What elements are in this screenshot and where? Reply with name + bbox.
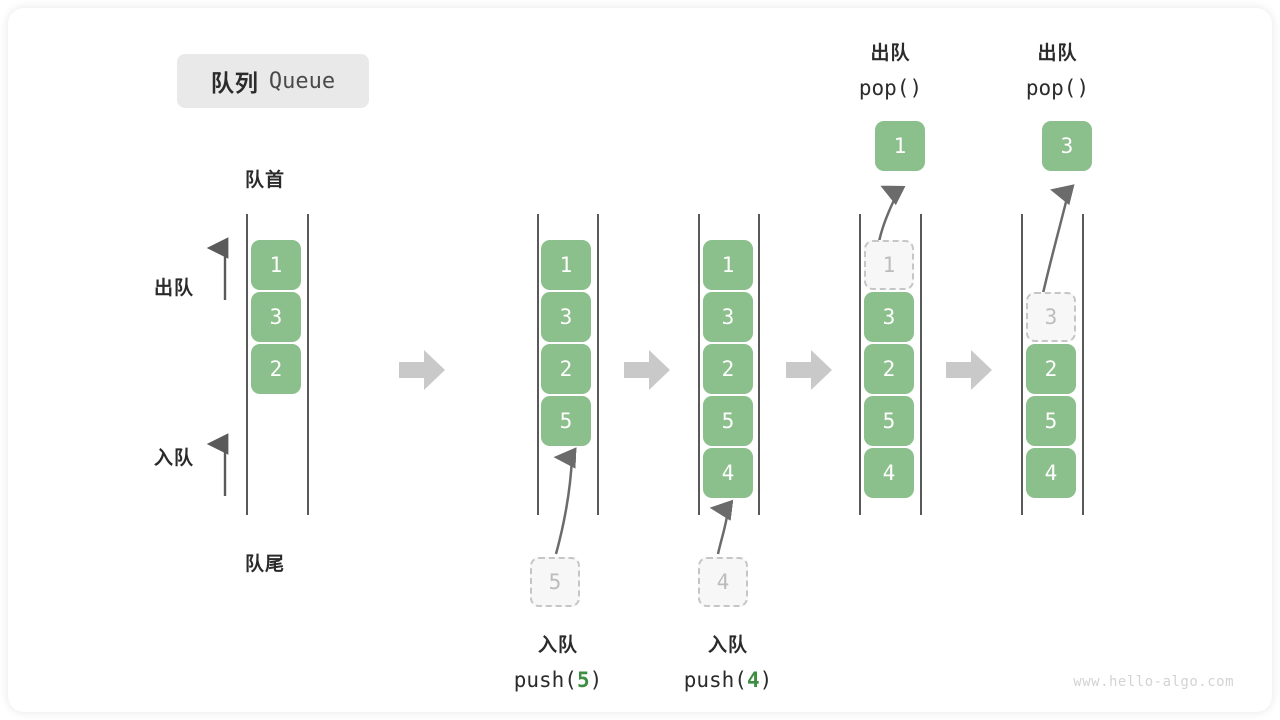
queue-element: 3 <box>541 292 591 342</box>
caption-cn: 出队 <box>870 43 911 64</box>
queue-rail-right-stage-2 <box>758 214 760 515</box>
queue-element: 2 <box>703 344 753 394</box>
diagram-title-badge: 队列 Queue <box>177 54 369 108</box>
dequeue-direction-label: 出队 <box>154 278 195 299</box>
stage-transition-arrow-icon <box>399 349 445 391</box>
queue-element: 2 <box>864 344 914 394</box>
queue-rail-right-stage-4 <box>1082 214 1084 515</box>
queue-element: 5 <box>703 396 753 446</box>
queue-element: 1 <box>541 240 591 290</box>
queue-rail-right-stage-1 <box>597 214 599 515</box>
dequeue-direction-arrow-icon <box>206 236 236 304</box>
caption-code: pop() <box>858 76 923 100</box>
popped-element: 3 <box>1042 121 1092 171</box>
title-cn: 队列 <box>210 70 259 96</box>
queue-tail-label: 队尾 <box>245 554 286 575</box>
queue-element: 4 <box>1026 448 1076 498</box>
stage-transition-arrow-icon <box>624 349 670 391</box>
queue-element: 3 <box>864 292 914 342</box>
queue-element: 5 <box>864 396 914 446</box>
queue-rail-left-stage-4 <box>1021 214 1023 515</box>
ghost-element: 3 <box>1026 292 1076 342</box>
queue-element: 2 <box>1026 344 1076 394</box>
queue-element: 2 <box>541 344 591 394</box>
queue-rail-right-stage-3 <box>920 214 922 515</box>
popped-element: 1 <box>875 121 925 171</box>
caption-cn: 入队 <box>707 635 748 656</box>
enqueue-direction-label: 入队 <box>154 448 195 469</box>
stage-caption-push-5: 入队 push(5) <box>463 628 653 698</box>
ghost-element: 1 <box>864 240 914 290</box>
queue-element: 4 <box>864 448 914 498</box>
queue-element: 1 <box>251 240 301 290</box>
queue-element-new: 4 <box>703 448 753 498</box>
stage-transition-arrow-icon <box>946 349 992 391</box>
caption-code: pop() <box>1025 76 1090 100</box>
caption-code: push(4) <box>683 668 773 692</box>
pop-arrow-icon-stage-4 <box>1018 176 1098 306</box>
stage-caption-push-4: 入队 push(4) <box>633 628 823 698</box>
caption-cn: 出队 <box>1037 43 1078 64</box>
queue-element: 1 <box>703 240 753 290</box>
queue-rail-left-stage-2 <box>698 214 700 515</box>
enqueue-direction-arrow-icon <box>206 432 236 500</box>
ghost-element: 5 <box>530 557 580 607</box>
push-arrow-icon-stage-1 <box>528 440 608 562</box>
title-en: Queue <box>268 68 336 94</box>
caption-code: push(5) <box>513 668 603 692</box>
queue-rail-right-stage-0 <box>307 214 309 515</box>
queue-rail-left-stage-3 <box>859 214 861 515</box>
stage-transition-arrow-icon <box>786 349 832 391</box>
watermark: www.hello-algo.com <box>1073 674 1234 690</box>
queue-rail-left-stage-1 <box>537 214 539 515</box>
stage-caption-pop-3: 出队 pop() <box>970 36 1145 106</box>
queue-element: 3 <box>703 292 753 342</box>
queue-rail-left-stage-0 <box>246 214 248 515</box>
push-arrow-icon-stage-2 <box>696 492 766 562</box>
caption-cn: 入队 <box>537 635 578 656</box>
queue-element: 2 <box>251 344 301 394</box>
queue-element-new: 5 <box>541 396 591 446</box>
stage-caption-pop-1: 出队 pop() <box>803 36 978 106</box>
queue-head-label: 队首 <box>245 170 286 191</box>
ghost-element: 4 <box>698 557 748 607</box>
queue-element: 5 <box>1026 396 1076 446</box>
queue-element: 3 <box>251 292 301 342</box>
diagram-card: 队列 Queue 队首 队尾 出队 入队 1 3 2 1 <box>8 8 1272 712</box>
